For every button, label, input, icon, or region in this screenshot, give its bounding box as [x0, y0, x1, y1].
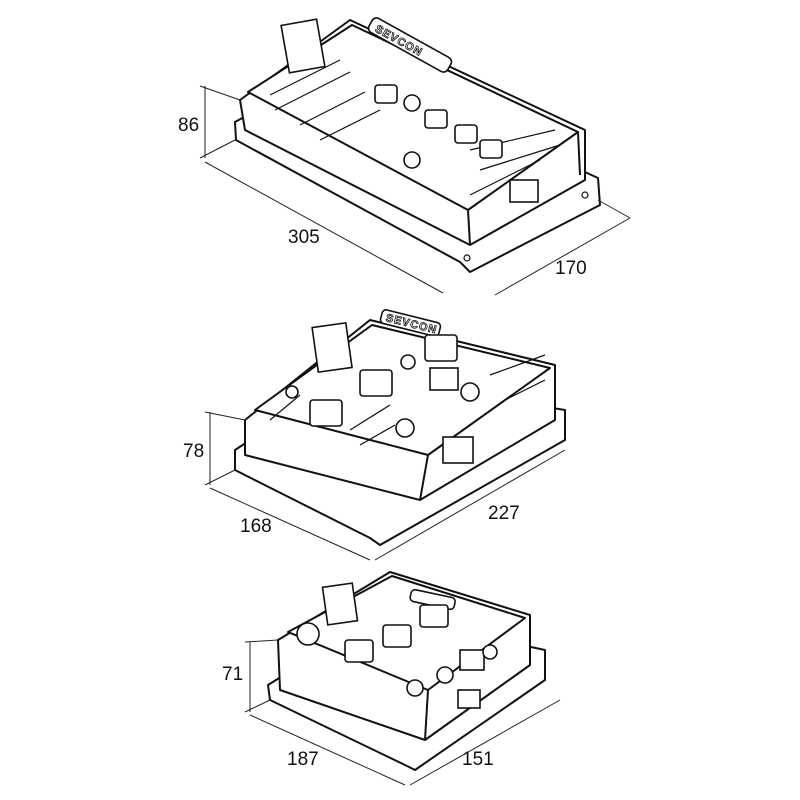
dimension-height-medium: 78 [183, 441, 204, 462]
dimension-height-large: 86 [178, 115, 199, 136]
dimension-width-medium: 168 [240, 516, 272, 537]
dimension-length-small: 187 [287, 749, 319, 770]
dimension-length-medium: 227 [488, 503, 520, 524]
dimension-length-large: 305 [288, 227, 320, 248]
dimension-height-small: 71 [222, 664, 243, 685]
controller-medium: SEVCON 78 168 227 [183, 309, 566, 561]
controller-small: 71 187 151 [222, 571, 561, 786]
controller-large: SEVCON 86 305 170 [178, 17, 631, 296]
dimension-width-small: 151 [462, 749, 494, 770]
dimension-width-large: 170 [555, 258, 587, 279]
